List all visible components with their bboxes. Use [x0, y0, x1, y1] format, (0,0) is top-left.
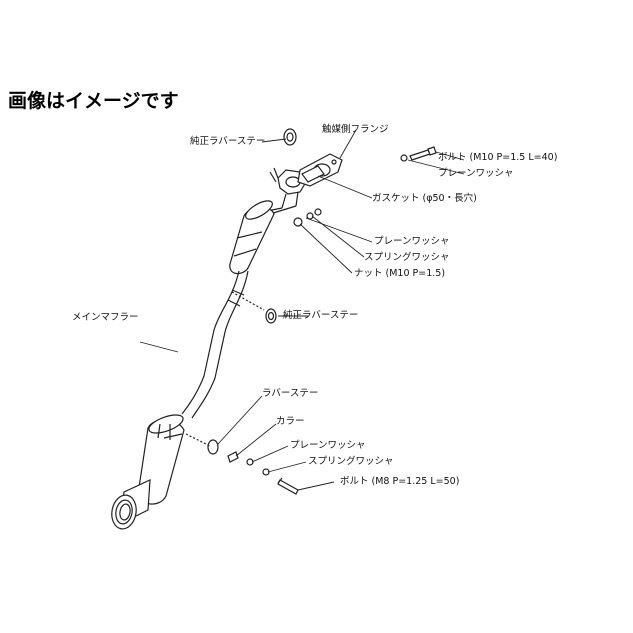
- label-plain-washer-mid: プレーンワッシャ: [374, 236, 450, 247]
- label-bolt-m8: ボルト (M8 P=1.25 L=50): [340, 476, 460, 487]
- leader-lines: [139, 129, 465, 491]
- label-spring-washer-low: スプリングワッシャ: [308, 456, 394, 467]
- label-spring-washer-mid: スプリングワッシャ: [364, 252, 450, 263]
- label-rubber-stay-mid: 純正ラバーステー: [283, 310, 359, 321]
- label-rubber-stay-low: ラバーステー: [262, 388, 319, 399]
- label-cat-flange: 触媒側フランジ: [322, 124, 389, 135]
- lower-hanger-parts: [185, 433, 299, 495]
- gasket-part: [301, 165, 325, 183]
- page-title: 画像はイメージです: [8, 90, 179, 112]
- middle-pipe: [181, 270, 249, 419]
- tailpipe: [111, 479, 151, 530]
- nut-washers-part: [293, 208, 322, 227]
- bolt-m10-part: [400, 146, 437, 162]
- rubber-stay-mid-part: [231, 291, 277, 324]
- label-nut-m10: ナット (M10 P=1.5): [354, 268, 446, 279]
- label-plain-washer-low: プレーンワッシャ: [290, 440, 366, 451]
- label-plain-washer-top: プレーンワッシャ: [438, 168, 514, 179]
- label-gasket: ガスケット (φ50・長穴): [372, 193, 477, 204]
- front-resonator: [229, 200, 275, 275]
- label-rubber-stay-top: 純正ラバーステー: [190, 136, 266, 147]
- label-bolt-m10: ボルト (M10 P=1.5 L=40): [438, 152, 558, 163]
- label-main-muffler: メインマフラー: [72, 312, 139, 323]
- rubber-stay-top-part: [283, 128, 297, 146]
- label-collar: カラー: [276, 416, 305, 427]
